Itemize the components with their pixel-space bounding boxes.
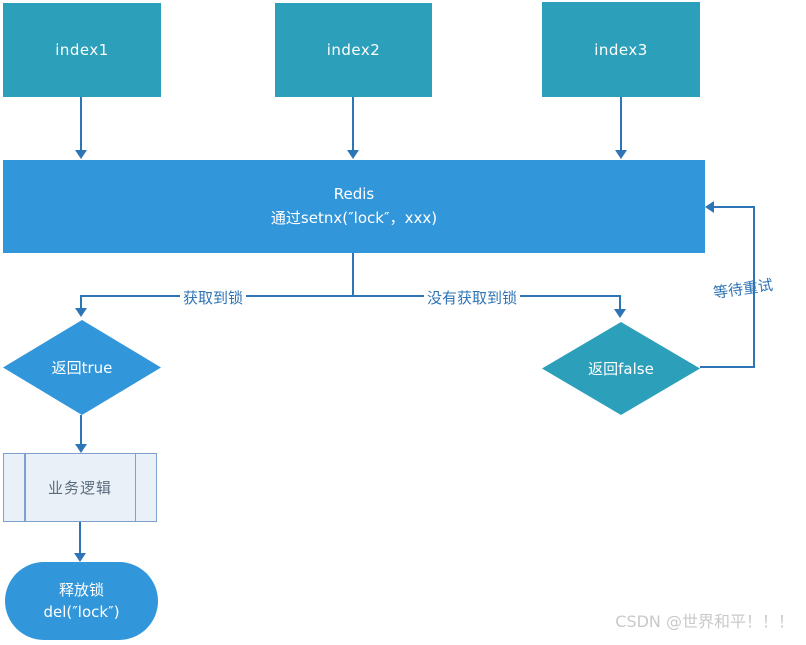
watermark: CSDN @世界和平！！！: [615, 612, 794, 631]
node-index2-label: index2: [326, 41, 381, 59]
arrowhead-index1-to-redis-icon: [75, 150, 87, 159]
process-stripe-right: [134, 454, 136, 521]
connector-retry-vertical: [753, 206, 755, 368]
edge-label-retry: 等待重试: [712, 275, 775, 303]
connector-index2-to-redis: [352, 97, 354, 150]
arrowhead-index3-to-redis-icon: [615, 150, 627, 159]
connector-business-to-release: [79, 522, 81, 553]
edge-label-acquired: 获取到锁: [180, 287, 247, 308]
node-return-false-label: 返回false: [588, 360, 654, 378]
connector-to-return-false: [619, 295, 621, 310]
connector-true-to-business: [80, 415, 82, 445]
connector-index3-to-redis: [620, 97, 622, 150]
node-redis: Redis 通过setnx(″lock″，xxx): [3, 160, 705, 253]
process-stripe-left: [24, 454, 26, 521]
connector-branch-horizontal: [81, 295, 621, 297]
node-index2: index2: [275, 3, 432, 97]
node-return-false: 返回false: [542, 322, 700, 415]
node-redis-title: Redis: [333, 185, 375, 204]
node-business-logic-label: 业务逻辑: [47, 479, 112, 497]
node-redis-subtitle: 通过setnx(″lock″，xxx): [270, 208, 438, 227]
node-return-true-label: 返回true: [51, 359, 113, 377]
arrowhead-to-return-true-icon: [75, 308, 87, 317]
connector-index1-to-redis: [80, 97, 82, 150]
connector-retry-top: [713, 206, 755, 208]
connector-to-return-true: [80, 295, 82, 309]
arrowhead-to-return-false-icon: [614, 309, 626, 318]
connector-redis-drop: [352, 253, 354, 297]
node-index1: index1: [3, 3, 161, 97]
node-index3: index3: [542, 2, 700, 97]
node-release-lock: 释放锁 del(″lock″): [5, 562, 158, 640]
arrowhead-business-to-release-icon: [74, 553, 86, 562]
node-release-lock-title: 释放锁: [58, 580, 104, 599]
arrowhead-retry-to-redis-icon: [705, 201, 714, 213]
node-index1-label: index1: [55, 41, 109, 59]
edge-label-not-acquired: 没有获取到锁: [424, 287, 521, 308]
arrowhead-true-to-business-icon: [75, 444, 87, 453]
node-index3-label: index3: [594, 40, 648, 59]
node-business-logic: 业务逻辑: [3, 453, 157, 522]
connector-retry-bottom: [700, 366, 755, 368]
node-release-lock-subtitle: del(″lock″): [43, 603, 120, 621]
arrowhead-index2-to-redis-icon: [347, 150, 359, 159]
node-return-true: 返回true: [3, 320, 161, 415]
